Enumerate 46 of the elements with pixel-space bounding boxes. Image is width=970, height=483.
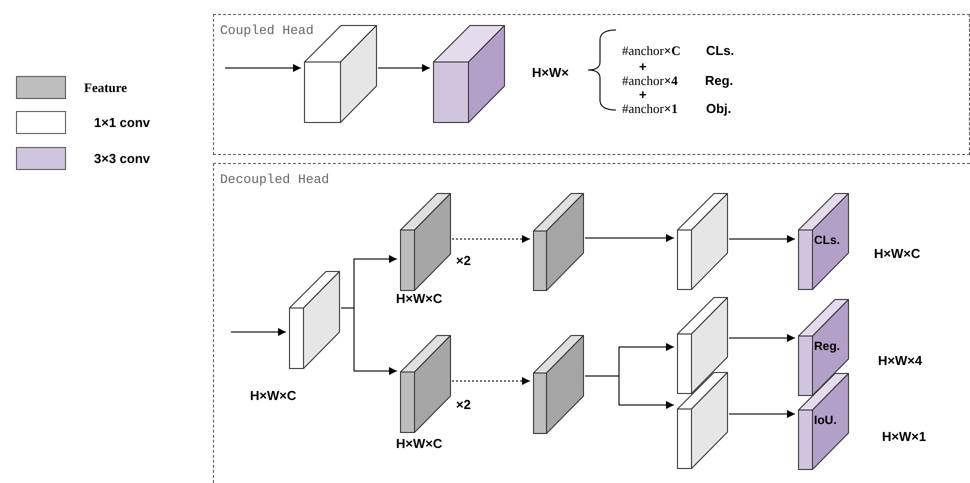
dimension-text: H×W×C <box>250 389 296 402</box>
arrow <box>584 376 674 409</box>
conv-block <box>289 271 340 369</box>
dimension-text: H×W×C <box>874 247 920 260</box>
conv-block <box>677 372 728 469</box>
arrow <box>452 377 530 385</box>
arrow <box>584 234 674 242</box>
arrow <box>378 64 430 72</box>
dimension-text: ×2 <box>456 254 471 267</box>
dimension-text: H×W×C <box>396 437 442 450</box>
feature-map-block <box>533 193 584 291</box>
conv-block <box>677 297 728 394</box>
annotation-text: #anchor×4 <box>622 74 678 87</box>
feature-map-block <box>400 335 451 433</box>
legend-label: 1×1 conv <box>94 116 150 129</box>
dimension-text: H×W×C <box>396 292 442 305</box>
arrow <box>728 334 796 342</box>
block-label: IoU. <box>814 414 837 426</box>
annotation-text: H×W× <box>532 66 569 79</box>
annotation-text: #anchor×C <box>622 44 681 57</box>
conv-block <box>677 193 728 290</box>
dashed-panel <box>213 163 970 483</box>
legend-label: 3×3 conv <box>94 152 150 165</box>
panel-title: Coupled Head <box>220 24 314 37</box>
annotation-text: Obj. <box>706 102 732 115</box>
annotation-text: + <box>639 88 647 101</box>
arrow <box>452 235 530 243</box>
arrow <box>230 328 286 336</box>
annotation-text: CLs. <box>706 44 734 57</box>
annotation-text: #anchor×1 <box>622 102 678 115</box>
annotation-text: + <box>639 60 647 73</box>
arrow <box>224 64 302 72</box>
block-label: CLs. <box>814 234 840 246</box>
feature-map-block <box>533 335 584 434</box>
panel-title: Decoupled Head <box>220 173 330 186</box>
dashed-panel <box>213 14 970 155</box>
dimension-text: H×W×4 <box>878 354 922 367</box>
conv-block <box>433 25 505 123</box>
arrow <box>728 235 796 243</box>
dimension-text: ×2 <box>456 398 471 411</box>
dimension-text: H×W×1 <box>882 430 926 443</box>
block-label: Reg. <box>814 340 840 352</box>
annotation-text: Reg. <box>705 74 734 87</box>
legend-label: Feature <box>84 81 128 94</box>
arrow <box>728 410 796 418</box>
feature-map-block <box>400 193 451 291</box>
